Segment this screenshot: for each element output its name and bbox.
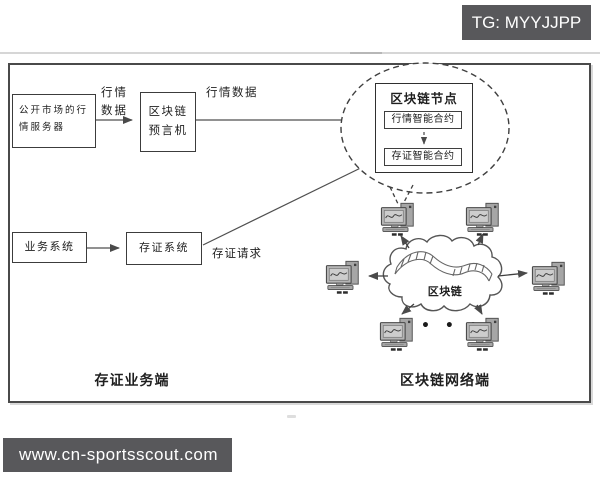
tg-watermark-badge: TG: MYYJJPP [462,5,591,40]
site-watermark-badge: www.cn-sportsscout.com [3,438,232,472]
quote-label-line1: 行情 [101,87,128,99]
blockchain-node-title: 区块链节点 [390,92,458,106]
evidence-system-box: 存证系统 [126,232,202,265]
oracle-box: 区块链 预言机 [140,92,196,152]
market-server-label-line1: 公开市场的行 [19,106,89,116]
quote-data-top-label: 行情数据 [206,87,258,99]
business-system-box: 业务系统 [12,232,87,263]
computer-node-icon [465,316,505,352]
evidence-side-caption: 存证业务端 [94,374,170,389]
computer-icon [531,261,565,295]
oracle-label-line2: 预言机 [148,125,188,137]
computer-node-icon [325,259,365,295]
cloud-label: 区块链 [427,286,463,298]
computer-node-icon [531,260,571,296]
evidence-contract-box: 存证智能合约 [384,148,462,166]
computer-icon [465,202,499,236]
market-server-box: 公开市场的行 情服务器 [12,94,96,148]
stray-mark [287,415,296,418]
computer-node-icon [379,316,419,352]
top-divider-dark-segment [350,52,382,54]
quote-label-line2: 数据 [101,105,128,117]
evidence-request-label: 存证请求 [212,248,262,260]
ellipsis-dots: • • • [421,318,483,334]
computer-node-icon [465,201,505,237]
computer-icon [380,202,414,236]
oracle-label-line1: 区块链 [148,106,188,118]
network-side-caption: 区块链网络端 [400,374,490,389]
blockchain-node-box: 区块链节点 行情智能合约 存证智能合约 [375,83,473,173]
diagram-outer-frame [8,63,591,403]
computer-icon [325,260,359,294]
top-divider-line [0,52,600,54]
market-server-label-line2: 情服务器 [19,123,66,133]
quote-contract-box: 行情智能合约 [384,111,462,129]
quote-data-arrow-label: 行情 数据 [101,84,141,120]
computer-icon [465,317,499,351]
computer-node-icon [380,201,420,237]
computer-icon [379,317,413,351]
